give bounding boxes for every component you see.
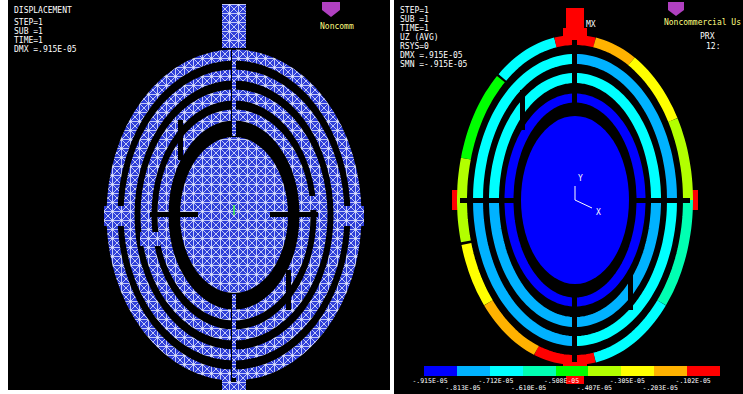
slit <box>178 120 183 160</box>
contour-value: -.915E-05 <box>412 378 447 385</box>
ansys-text: 12: <box>706 42 720 51</box>
contour-value: -.813E-05 <box>445 385 480 392</box>
slit <box>150 212 198 217</box>
ansys-logo <box>322 2 340 17</box>
proof-mass <box>521 116 629 284</box>
ansys-text: STEP=1 <box>400 6 429 15</box>
slit <box>572 286 577 362</box>
beam <box>232 50 236 136</box>
anchor-tab <box>566 8 584 30</box>
contour-swatch <box>556 366 589 376</box>
axis-triad <box>575 186 576 200</box>
ansys-text: DISPLACEMENT <box>14 6 72 15</box>
contour-swatch <box>424 366 457 376</box>
slit <box>628 270 633 310</box>
contour-swatch <box>457 366 490 376</box>
contour-structure <box>452 8 698 384</box>
contour-value: -.305E-05 <box>610 378 645 385</box>
ring-segment <box>536 350 594 360</box>
ansys-text: PRX <box>700 32 714 41</box>
contour-value: -.508E-05 <box>544 378 579 385</box>
ansys-text: STEP=1 <box>14 18 43 27</box>
beam <box>232 294 236 378</box>
ansys-text: SUB =1 <box>14 27 43 36</box>
contour-value: -.610E-05 <box>511 385 546 392</box>
slit <box>270 212 318 217</box>
slit <box>460 198 518 203</box>
ansys-text: Noncomm <box>320 22 354 31</box>
ansys-text: SMN =-.915E-05 <box>400 60 467 69</box>
contour-swatch <box>621 366 654 376</box>
axis-triad <box>575 200 592 208</box>
contour-value: -.407E-05 <box>577 385 612 392</box>
ansys-logo <box>668 2 684 16</box>
ansys-text: DMX =.915E-05 <box>14 45 77 54</box>
ansys-text: TIME=1 <box>400 24 429 33</box>
ansys-text: MX <box>586 20 596 29</box>
ansys-text: DMX =.915E-05 <box>400 51 463 60</box>
contour-swatch <box>490 366 523 376</box>
contour-swatch <box>523 366 556 376</box>
contour-value: -.102E-05 <box>675 378 710 385</box>
meshed-structure <box>104 4 364 390</box>
ansys-text: RSYS=0 <box>400 42 429 51</box>
ansys-text: TIME=1 <box>14 36 43 45</box>
contour-swatch <box>654 366 687 376</box>
slit <box>286 270 291 310</box>
slit <box>632 198 690 203</box>
axis-triad <box>233 205 235 215</box>
ansys-text: SUB =1 <box>400 15 429 24</box>
ansys-text: Y <box>578 174 583 183</box>
contour-swatch <box>588 366 621 376</box>
ansys-text: X <box>596 208 601 217</box>
right-viewport <box>394 0 743 394</box>
contour-swatch <box>687 366 720 376</box>
anchor-tab <box>222 4 246 48</box>
ring-segment <box>509 98 641 302</box>
ansys-text: UZ (AVG) <box>400 33 439 42</box>
slit <box>572 40 577 116</box>
ansys-text: Noncommercial Us <box>664 18 741 27</box>
slit <box>520 90 525 130</box>
contour-value: -.712E-05 <box>478 378 513 385</box>
contour-value: -.203E-05 <box>643 385 678 392</box>
left-viewport <box>8 0 390 390</box>
